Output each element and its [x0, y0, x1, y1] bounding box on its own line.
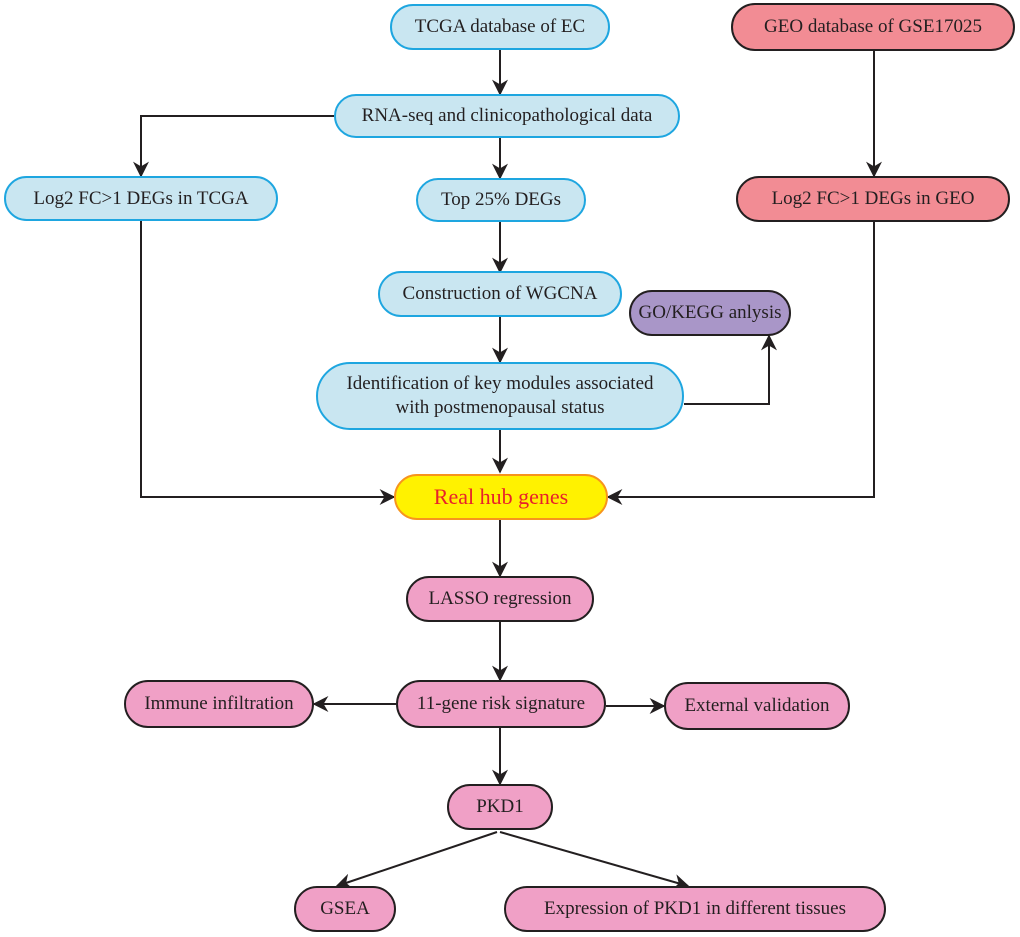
node-wgcna: Construction of WGCNA [378, 271, 622, 317]
edge-log2tcga-hub [140, 220, 396, 505]
node-key-modules: Identification of key modules associated… [316, 362, 684, 430]
node-tcga-database: TCGA database of EC [390, 4, 610, 50]
node-real-hub-genes: Real hub genes [394, 474, 608, 520]
node-external-validation: External validation [664, 682, 850, 730]
node-immune-infiltration: Immune infiltration [124, 680, 314, 728]
node-pkd1: PKD1 [447, 784, 553, 830]
node-key-modules-line1: Identification of key modules associated [346, 373, 654, 394]
edge-keymod-gokegg [684, 334, 777, 405]
node-lasso-regression: LASSO regression [406, 576, 594, 622]
node-top25-degs: Top 25% DEGs [416, 178, 586, 222]
node-geo-database: GEO database of GSE17025 [731, 3, 1015, 51]
edge-rnaseq-log2tcga [133, 115, 334, 178]
node-log2fc-geo: Log2 FC>1 DEGs in GEO [736, 176, 1010, 222]
node-key-modules-line2: with postmenopausal status [395, 397, 605, 418]
node-rnaseq-data: RNA-seq and clinicopathological data [334, 94, 680, 138]
node-risk-signature: 11-gene risk signature [396, 680, 606, 728]
node-go-kegg: GO/KEGG anlysis [629, 290, 791, 336]
node-log2fc-tcga: Log2 FC>1 DEGs in TCGA [4, 176, 278, 221]
edge-pkd1-gsea [335, 831, 498, 889]
edge-pkd1-expr [499, 831, 690, 890]
node-pkd1-expression: Expression of PKD1 in different tissues [504, 886, 886, 932]
node-gsea: GSEA [294, 886, 396, 932]
edge-log2geo-hub [606, 220, 875, 505]
